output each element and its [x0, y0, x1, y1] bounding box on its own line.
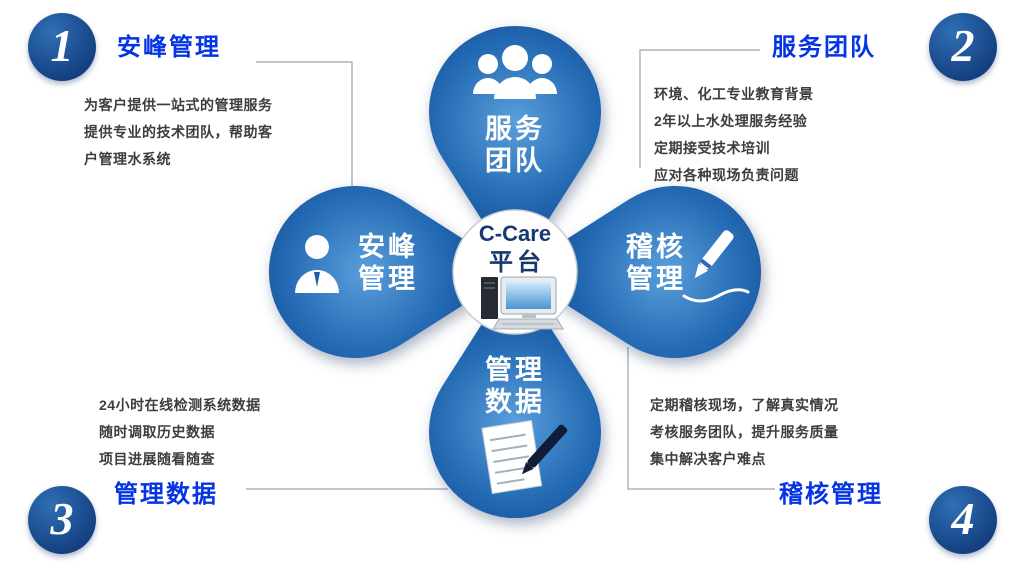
right-petal-label-line1: 稽核: [626, 231, 686, 262]
description-bottom-left: 24小时在线检测系统数据 随时调取历史数据 项目进展随看随查: [99, 392, 261, 473]
corner-number-3: 3: [50, 492, 74, 544]
corner-title-service-team: 服务团队: [772, 34, 876, 61]
corner-number-badge-4: 4: [929, 486, 997, 554]
description-line: 定期接受技术培训: [654, 140, 770, 156]
bottom-petal-label-line2: 数据: [485, 387, 545, 417]
description-line: 2年以上水处理服务经验: [654, 113, 808, 129]
petals-group: [268, 25, 762, 519]
connector-top-right: [639, 49, 760, 168]
description-line: 户管理水系统: [84, 151, 171, 167]
document-pen-icon: [481, 419, 568, 495]
person-icon: [295, 235, 339, 293]
corner-number-2: 2: [951, 19, 975, 71]
description-top-left: 为客户提供一站式的管理服务 提供专业的技术团队，帮助客 户管理水系统: [84, 92, 273, 173]
bottom-petal-shape: [429, 272, 601, 519]
description-line: 集中解决客户难点: [650, 451, 766, 467]
description-line: 环境、化工专业教育背景: [654, 86, 814, 102]
corner-number-badge-3: 3: [28, 486, 96, 554]
description-line: 提供专业的技术团队，帮助客: [84, 124, 273, 140]
right-petal-shape: [515, 186, 762, 358]
top-petal-shape: [429, 25, 601, 272]
description-line: 定期稽核现场，了解真实情况: [650, 397, 839, 413]
left-petal-shape: [268, 186, 515, 358]
description-line: 随时调取历史数据: [99, 424, 215, 440]
center-title-line1: C-Care: [479, 221, 551, 246]
corner-number-1: 1: [50, 19, 74, 71]
corner-number-badge-2: 2: [929, 13, 997, 81]
description-bottom-right: 定期稽核现场，了解真实情况 考核服务团队，提升服务质量 集中解决客户难点: [650, 392, 839, 473]
corner-number-badge-1: 1: [28, 13, 96, 81]
description-top-right: 环境、化工专业教育背景 2年以上水处理服务经验 定期接受技术培训 应对各种现场负…: [654, 81, 814, 189]
description-line: 为客户提供一站式的管理服务: [84, 97, 273, 113]
connector-top-left: [256, 61, 353, 186]
left-petal-label-line1: 安峰: [358, 232, 418, 262]
team-people-icon: [473, 45, 557, 99]
center-title-line2: 平台: [489, 248, 545, 276]
description-line: 考核服务团队，提升服务质量: [650, 424, 839, 440]
corner-title-management-data: 管理数据: [114, 481, 218, 508]
corner-title-audit-management: 稽核管理: [779, 481, 883, 508]
description-line: 项目进展随看随查: [99, 451, 215, 467]
top-petal-label-line2: 团队: [485, 146, 545, 176]
corner-title-anfeng-management: 安峰管理: [117, 34, 221, 61]
desktop-computer-icon: [481, 276, 564, 330]
left-petal-label-line2: 管理: [358, 264, 418, 294]
connector-bottom-right: [627, 347, 775, 490]
connector-lines: [246, 49, 775, 490]
top-petal-label-line1: 服务: [485, 114, 545, 144]
corner-number-4: 4: [951, 492, 975, 544]
description-line: 24小时在线检测系统数据: [99, 397, 261, 413]
pen-icon: [682, 230, 750, 303]
bottom-petal-label-line1: 管理: [485, 355, 545, 385]
description-line: 应对各种现场负责问题: [654, 167, 799, 183]
right-petal-label-line2: 管理: [626, 264, 686, 294]
